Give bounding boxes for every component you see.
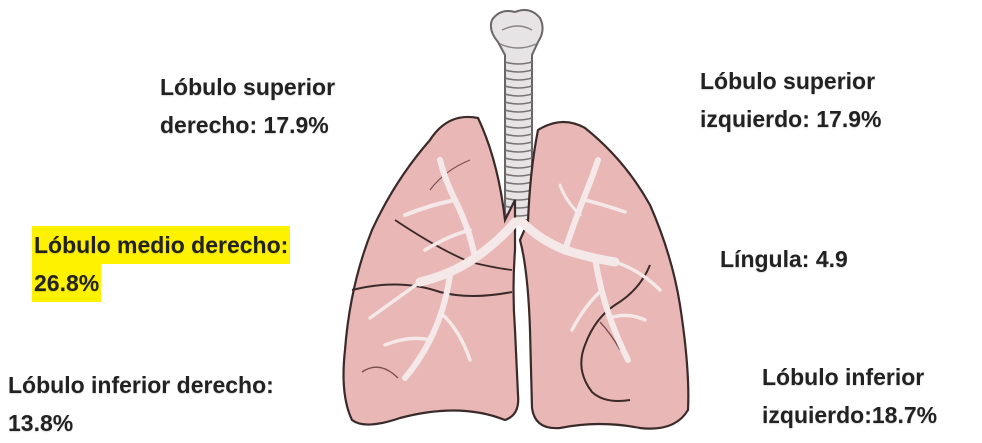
label-right-lower-line1: Lóbulo inferior derecho:: [8, 366, 274, 404]
right-lung: [344, 117, 519, 425]
label-left-upper-line2: izquierdo: 17.9%: [700, 100, 881, 138]
label-right-lower-line2: 13.8%: [8, 404, 274, 442]
label-left-upper-line1: Lóbulo superior: [700, 62, 881, 100]
label-right-upper-line1: Lóbulo superior: [160, 68, 335, 106]
label-right-middle-lobe: Lóbulo medio derecho: 26.8%: [32, 226, 290, 302]
label-right-upper-line2: derecho: 17.9%: [160, 106, 335, 144]
label-right-lower-lobe: Lóbulo inferior derecho: 13.8%: [8, 366, 274, 442]
label-left-lower-line2: izquierdo:18.7%: [762, 396, 937, 434]
label-right-middle-line2: 26.8%: [32, 264, 101, 302]
label-left-lower-lobe: Lóbulo inferior izquierdo:18.7%: [762, 358, 937, 434]
label-right-upper-lobe: Lóbulo superior derecho: 17.9%: [160, 68, 335, 144]
left-lung: [520, 122, 688, 429]
label-lingula: Língula: 4.9: [720, 240, 848, 278]
label-left-lower-line1: Lóbulo inferior: [762, 358, 937, 396]
label-right-middle-line1: Lóbulo medio derecho:: [32, 226, 290, 264]
label-lingula-line1: Língula: 4.9: [720, 240, 848, 278]
label-left-upper-lobe: Lóbulo superior izquierdo: 17.9%: [700, 62, 881, 138]
